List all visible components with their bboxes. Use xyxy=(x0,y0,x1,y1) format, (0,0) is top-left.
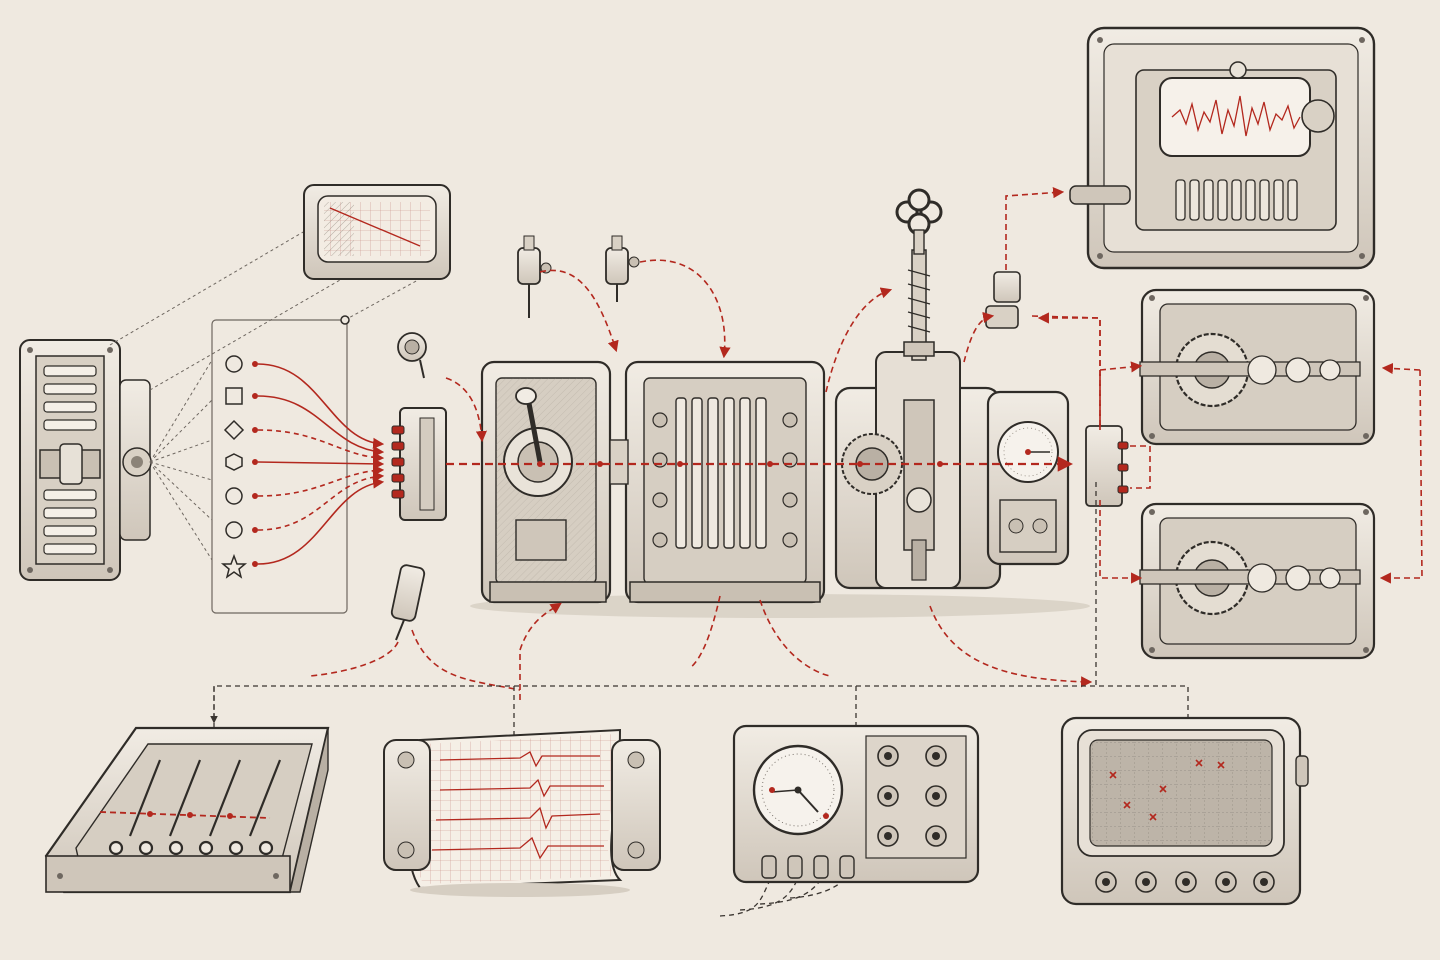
governor-gear-module xyxy=(834,188,1002,590)
oscilloscope-screen-small xyxy=(303,184,451,280)
terminal-block-icon xyxy=(391,407,447,521)
dial-icon xyxy=(986,390,1070,566)
filter-rack xyxy=(19,339,152,581)
crt-screen-icon xyxy=(303,184,451,280)
plate-stack-icon xyxy=(609,360,826,604)
drum-recorder-icon xyxy=(1069,26,1376,270)
probe-knob xyxy=(397,332,427,379)
diamond-icon xyxy=(223,419,245,441)
red-flow-lines xyxy=(309,187,1423,700)
chart-recorder xyxy=(383,728,661,897)
gearbox-lower xyxy=(1139,502,1376,660)
output-terminal-block xyxy=(1085,425,1129,507)
sensor-probe-b xyxy=(605,235,640,302)
terminal-block-icon xyxy=(1085,425,1129,507)
gauge-icon xyxy=(732,724,980,884)
square-icon xyxy=(225,387,243,405)
dial-module xyxy=(986,390,1070,566)
sensor-probe-lower xyxy=(390,564,426,641)
circle-icon xyxy=(225,355,243,373)
gauge-control-panel xyxy=(732,724,980,884)
plate-stack-module xyxy=(609,360,826,604)
gearbox-upper xyxy=(1139,288,1376,446)
patch-board-icon xyxy=(44,726,330,894)
drum-recorder xyxy=(1069,26,1376,270)
gearbox-icon xyxy=(1139,502,1376,660)
symbol-panel-icon xyxy=(211,319,348,614)
key-handle-icon xyxy=(895,188,943,236)
circle-icon xyxy=(225,521,243,539)
oscilloscope-large xyxy=(1060,716,1309,906)
relay-connector xyxy=(985,271,1021,329)
oscilloscope-icon xyxy=(1060,716,1309,906)
symbol-signal-lines xyxy=(257,363,385,565)
circle-icon xyxy=(225,487,243,505)
patch-board xyxy=(44,726,330,894)
input-terminal-block xyxy=(391,407,447,521)
lever-gear-icon xyxy=(480,360,612,604)
symbol-glyphs xyxy=(220,355,248,579)
lever-gear-module xyxy=(480,360,612,604)
gearbox-icon xyxy=(1139,288,1376,446)
hexagon-icon xyxy=(225,453,243,471)
symbol-input-panel xyxy=(211,315,385,614)
star-icon xyxy=(220,553,248,579)
chart-recorder-icon xyxy=(383,728,661,897)
filter-rack-icon xyxy=(19,339,152,581)
sensor-probe-a xyxy=(517,235,552,318)
governor-icon xyxy=(834,188,1002,590)
